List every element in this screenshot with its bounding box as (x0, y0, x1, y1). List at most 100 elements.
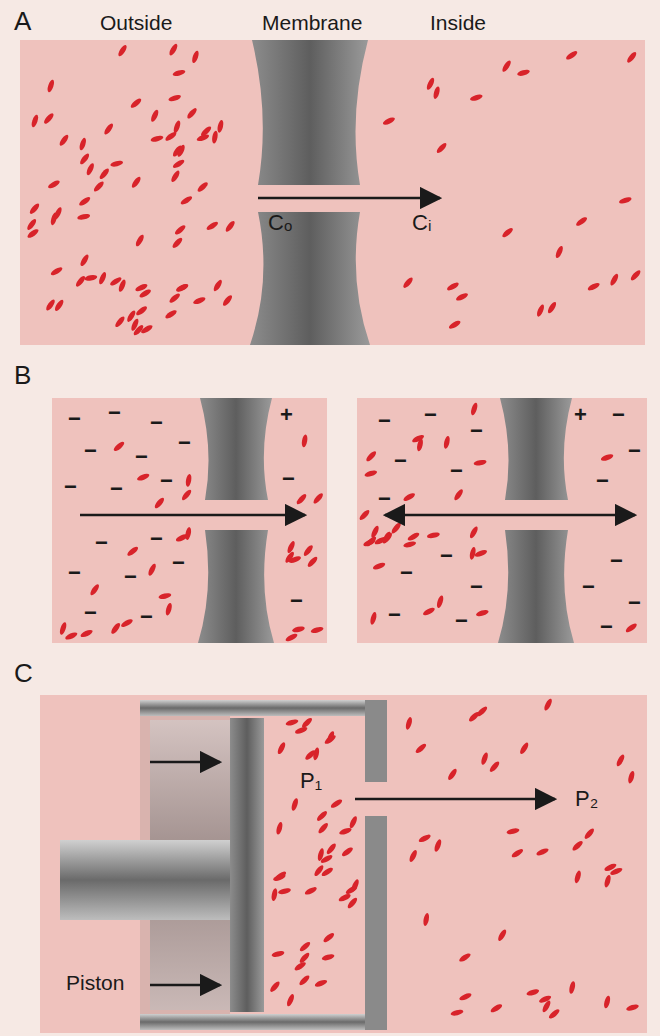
solute-particle (381, 531, 393, 544)
solute-particle (609, 273, 620, 287)
solute-particle (603, 874, 612, 888)
solute-particle (53, 206, 63, 220)
solute-particle (358, 509, 371, 522)
solute-particle (443, 435, 451, 449)
solute-particle (474, 549, 488, 559)
solute-particle (165, 602, 173, 616)
region-label: Membrane (262, 12, 362, 33)
cylinder-wall (365, 700, 387, 782)
solute-particle (422, 913, 430, 927)
solute-particle (216, 119, 224, 133)
solute-particle (114, 315, 126, 328)
solute-particle (58, 133, 70, 147)
solute-particle (110, 622, 122, 636)
solute-particle (364, 469, 378, 478)
solute-particle (425, 77, 435, 91)
solute-particle (298, 974, 311, 987)
charge-sign: − (470, 576, 483, 598)
charge-sign: − (394, 450, 407, 472)
solute-particle (626, 51, 638, 64)
solute-particle (205, 220, 219, 231)
solute-particle (92, 180, 105, 193)
membrane-upper (500, 398, 572, 500)
solute-particle (135, 305, 149, 317)
solute-particle (447, 768, 459, 782)
solute-particle (310, 626, 324, 634)
solute-particle (164, 309, 178, 320)
solute-particle (418, 833, 432, 843)
solute-particle (446, 281, 460, 292)
solute-particle (618, 196, 632, 205)
solute-particle (448, 319, 462, 330)
solute-particle (89, 583, 101, 597)
membrane-lower (498, 530, 574, 643)
solute-particle (271, 888, 279, 902)
solute-particle (272, 873, 286, 882)
solute-particle (110, 160, 124, 168)
panel-b-left (52, 398, 327, 643)
solute-particle (511, 848, 525, 859)
solute-particle (168, 94, 182, 103)
solute-particle (554, 245, 564, 259)
solute-particle (536, 847, 550, 857)
solute-particle (224, 220, 236, 233)
solute-particle (150, 109, 160, 123)
solute-particle (271, 950, 285, 958)
solute-particle (304, 886, 318, 896)
solute-particle (470, 402, 479, 416)
diffusion-arrow (80, 514, 305, 517)
solute-particle (179, 195, 193, 206)
charge-sign: − (582, 576, 595, 598)
solute-particle (174, 224, 187, 236)
solute-particle (390, 521, 402, 534)
solute-particle (126, 309, 137, 323)
charge-sign: − (628, 440, 641, 462)
solute-particle (59, 622, 68, 636)
solute-particle (435, 141, 448, 154)
solute-particle (436, 595, 445, 609)
solute-particle (175, 283, 189, 293)
solute-particle (627, 770, 636, 784)
solute-particle (286, 540, 296, 554)
solute-particle (212, 279, 223, 293)
solute-particle (85, 162, 95, 176)
charge-sign: − (110, 478, 123, 500)
force-arrow (150, 761, 220, 764)
charge-sign: − (628, 592, 641, 614)
diffusion-arrow (258, 197, 440, 200)
solute-particle (153, 496, 165, 509)
solute-particle (28, 202, 40, 215)
membrane-upper (200, 398, 272, 500)
solute-particle (407, 531, 421, 542)
charge-sign: − (378, 410, 391, 432)
solute-particle (64, 631, 78, 641)
solute-particle (298, 940, 311, 952)
region-label: Inside (430, 12, 486, 33)
charge-sign: − (172, 552, 185, 574)
solute-particle (126, 545, 139, 557)
solute-particle (405, 716, 414, 730)
solute-particle (526, 988, 540, 997)
solute-particle (53, 298, 65, 312)
solute-particle (414, 742, 427, 754)
concentration-label: Cₒ (268, 212, 292, 234)
solute-particle (30, 114, 39, 128)
solute-particle (450, 1009, 464, 1017)
solute-particle (626, 1003, 640, 1012)
solute-particle (269, 980, 281, 993)
solute-particle (176, 144, 186, 158)
solute-particle (488, 760, 500, 773)
solute-particle (180, 488, 192, 501)
membrane-lower (250, 212, 370, 345)
solute-particle (432, 86, 441, 100)
solute-particle (150, 135, 164, 143)
pressure-label: P₂ (575, 788, 598, 810)
solute-particle (175, 283, 189, 294)
solute-particle (120, 618, 134, 629)
solute-particle (172, 158, 186, 169)
solute-particle (168, 43, 179, 57)
solute-particle (546, 301, 557, 315)
solute-particle (455, 292, 469, 302)
solute-particle (293, 961, 307, 972)
